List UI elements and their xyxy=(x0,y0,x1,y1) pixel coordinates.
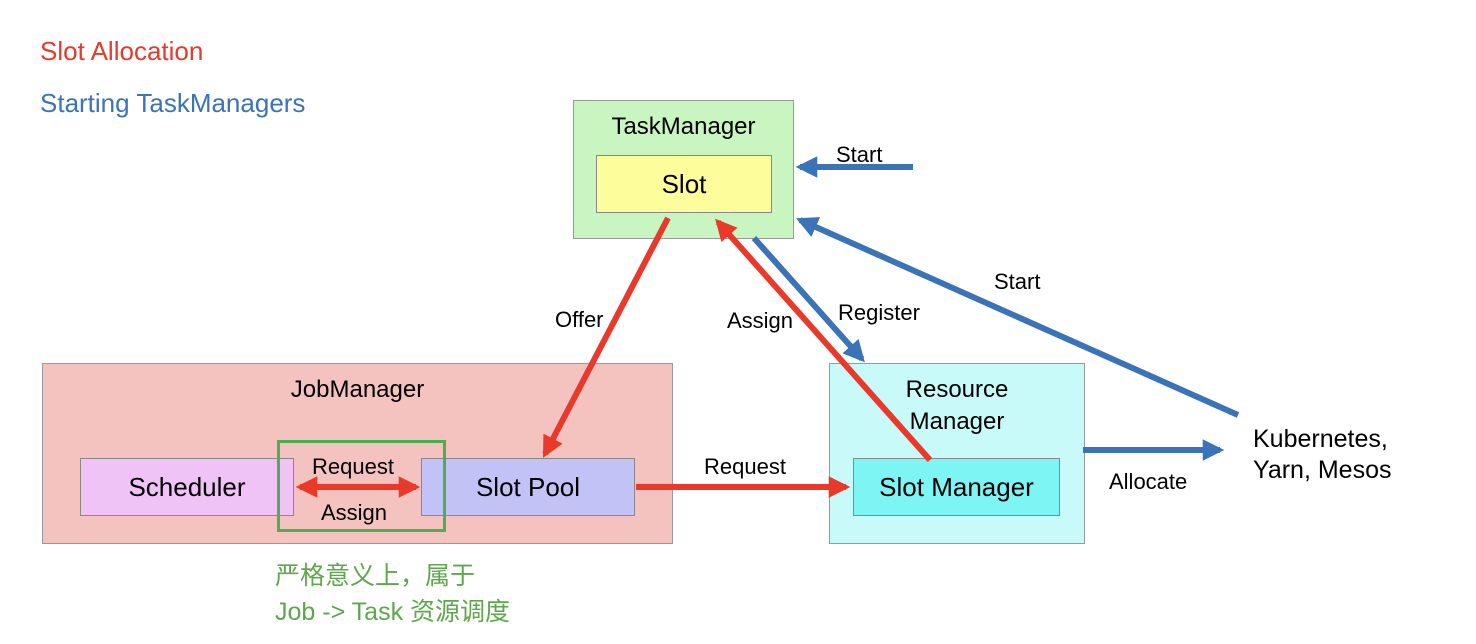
label-offer: Offer xyxy=(555,307,604,332)
label-allocate: Allocate xyxy=(1109,469,1188,494)
scheduler-node: Scheduler xyxy=(80,458,294,516)
label-assign-inner: Assign xyxy=(321,500,388,525)
external-line2: Yarn, Mesos xyxy=(1253,456,1392,484)
highlight-box xyxy=(277,440,446,532)
label-request-inner: Request xyxy=(312,454,394,479)
slot-pool-node: Slot Pool xyxy=(421,458,635,516)
label-register: Register xyxy=(838,300,920,325)
arrow-start-diagonal xyxy=(796,217,1240,418)
note-line1: 严格意义上，属于 xyxy=(275,562,476,590)
label-start-top: Start xyxy=(836,142,883,167)
resourcemanager-title-line2: Manager xyxy=(909,408,1005,435)
legend-starting-taskmanagers: Starting TaskManagers xyxy=(40,88,306,118)
slot-manager-node: Slot Manager xyxy=(853,458,1060,516)
arrow-register xyxy=(751,236,865,363)
note-line2: Job -> Task 资源调度 xyxy=(275,598,511,626)
external-line1: Kubernetes, xyxy=(1253,425,1388,453)
resourcemanager-title-line1: Resource xyxy=(905,376,1009,403)
label-request-rm: Request xyxy=(704,454,786,479)
jobmanager-title: JobManager xyxy=(290,376,425,403)
arrow-offer xyxy=(542,216,671,458)
slot-node: Slot xyxy=(596,155,772,213)
arrow-assign-diagonal xyxy=(715,218,933,462)
taskmanager-title: TaskManager xyxy=(611,113,756,140)
label-start-diagonal: Start xyxy=(994,269,1041,294)
label-assign-diagonal: Assign xyxy=(727,308,794,333)
legend-slot-allocation: Slot Allocation xyxy=(40,36,204,66)
